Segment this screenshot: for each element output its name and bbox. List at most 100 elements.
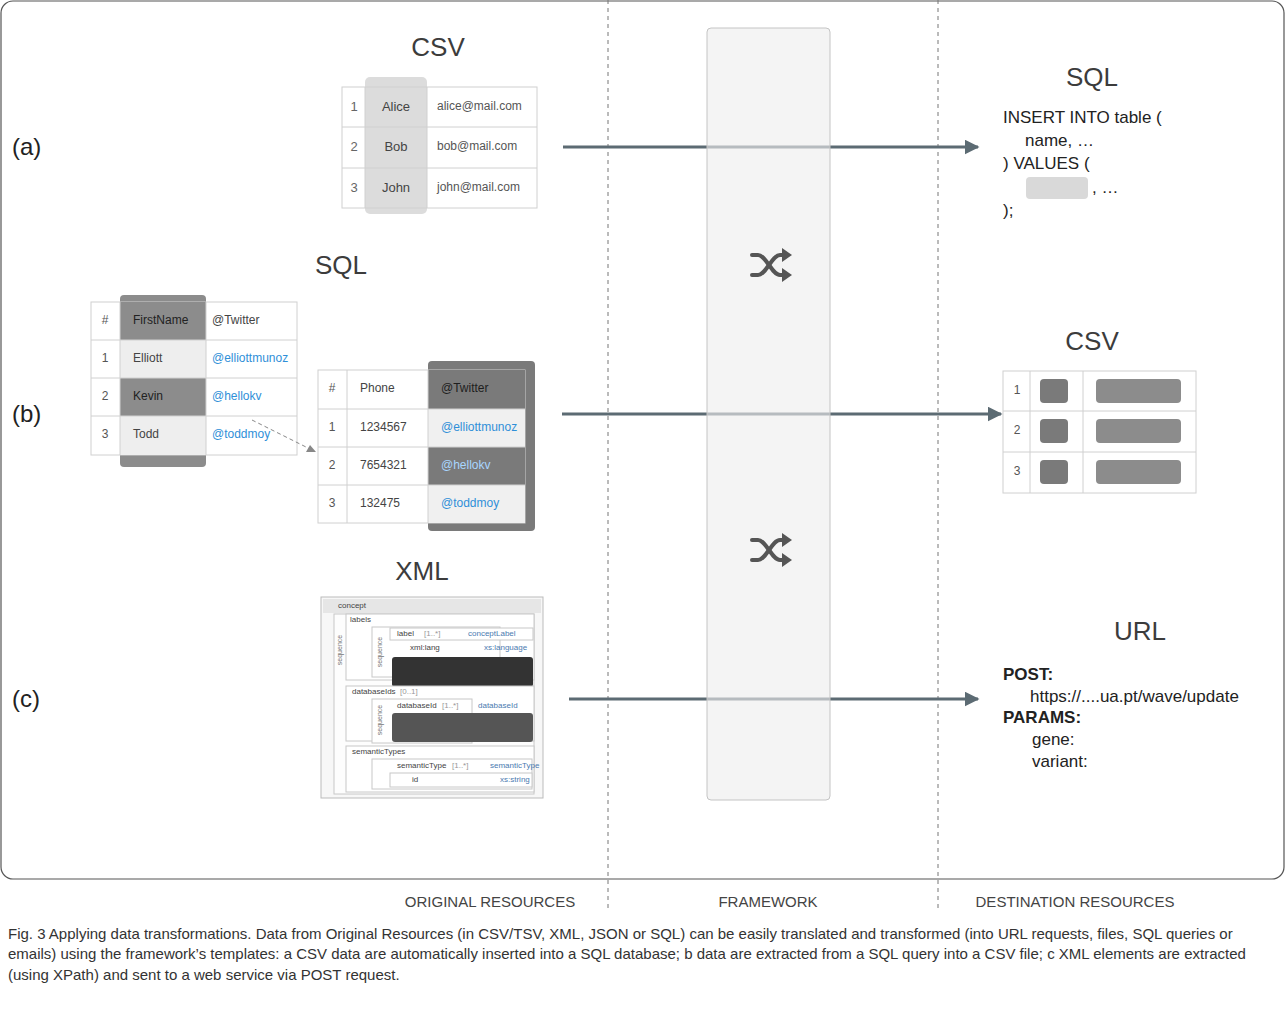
sql-code: , … <box>1092 178 1118 198</box>
schema-label: xs:string <box>500 775 530 784</box>
format-heading: CSV <box>1065 327 1118 357</box>
schema-label: [1..*] <box>452 761 468 770</box>
shuffle-arrowhead <box>782 248 792 262</box>
sql-code: name, … <box>1025 131 1094 151</box>
table-cell: 3 <box>102 428 109 442</box>
table-cell: @elliottmunoz <box>212 352 288 366</box>
schema-label: [1..*] <box>442 701 458 710</box>
join-arrowhead <box>306 445 316 452</box>
schema-label: sequence <box>376 705 384 735</box>
param-name: gene: <box>1032 730 1075 750</box>
table-cell: 132475 <box>360 497 400 511</box>
schema-label: xml:lang <box>410 643 440 652</box>
shuffle-icon <box>752 255 784 275</box>
schema-label: id <box>412 775 418 784</box>
format-heading: SQL <box>1066 63 1118 93</box>
url-text: https://....ua.pt/wave/update <box>1030 687 1239 707</box>
csv-output-box: CSV <box>1003 371 1196 493</box>
sql-table <box>318 361 535 531</box>
table-cell: 1234567 <box>360 421 407 435</box>
schema-label: xs:language <box>484 643 527 652</box>
schema-label: semanticType <box>490 761 539 770</box>
column-divider <box>608 0 609 912</box>
table-cell: bob@mail.com <box>437 140 517 154</box>
table-cell: Kevin <box>133 390 163 404</box>
table-cell: Alice <box>382 100 410 115</box>
table-cell: Phone <box>360 382 395 396</box>
table-cell: @hellokv <box>212 390 262 404</box>
table-cell: 2 <box>329 459 336 473</box>
table-heading: CSV <box>411 33 464 63</box>
table-cell: @toddmoy <box>212 428 270 442</box>
sql-statement-box: SQL INSERT INTO table ( name, … ) VALUES (,… <box>980 55 1280 225</box>
panel-letter: (b) <box>12 400 41 428</box>
table-cell: @Twitter <box>212 314 260 328</box>
schema-label: labels <box>350 615 371 624</box>
http-method: POST: <box>1003 665 1053 685</box>
table-cell: 3 <box>1014 465 1021 479</box>
table-cell: 3 <box>350 181 357 196</box>
table-cell: @hellokv <box>441 459 491 473</box>
table-cell: # <box>329 382 336 396</box>
framework-panel <box>707 28 830 800</box>
shuffle-arrowhead <box>782 533 792 547</box>
schema-label: semanticTypes <box>352 747 405 756</box>
schema-label: concept <box>338 601 366 610</box>
panel-letter: (c) <box>12 685 40 713</box>
table-cell: John <box>382 181 410 196</box>
table-cell: 1 <box>1014 384 1021 398</box>
schema-label: sequence <box>376 637 384 667</box>
schema-label: conceptLabel <box>468 629 516 638</box>
table-cell: 1 <box>102 352 109 366</box>
schema-label: databaseIds <box>352 687 396 696</box>
table-cell: @toddmoy <box>441 497 499 511</box>
table-cell: 7654321 <box>360 459 407 473</box>
sql-code: INSERT INTO table ( <box>1003 108 1162 128</box>
schema-label: databaseId <box>478 701 518 710</box>
shuffle-arrowhead <box>782 553 792 567</box>
schema-label: sequence <box>336 635 344 665</box>
sql-code: ); <box>1003 201 1013 221</box>
table-cell: @Twitter <box>441 382 489 396</box>
shuffle-arrowhead <box>782 268 792 282</box>
figure-caption: Fig. 3 Applying data transformations. Da… <box>8 924 1276 985</box>
sql-table <box>91 295 297 467</box>
format-heading: SQL <box>315 251 367 281</box>
table-cell: 3 <box>329 497 336 511</box>
url-request-box: URL POST:https://....ua.pt/wave/updatePAR… <box>980 610 1280 780</box>
table-cell: 1 <box>329 421 336 435</box>
table-cell: john@mail.com <box>437 181 520 195</box>
param-name: variant: <box>1032 752 1088 772</box>
schema-label: [0..1] <box>400 687 418 696</box>
panel-letter: (a) <box>12 133 41 161</box>
table-cell: 2 <box>350 140 357 155</box>
xml-schema-screenshot <box>321 597 543 798</box>
format-heading: URL <box>1114 617 1166 647</box>
table-cell: FirstName <box>133 314 188 328</box>
shuffle-icon <box>752 540 784 560</box>
csv-table <box>342 77 537 214</box>
schema-label: label <box>397 629 414 638</box>
table-cell: @elliottmunoz <box>441 421 517 435</box>
column-heading: ORIGINAL RESOURCES <box>405 893 575 910</box>
table-cell: alice@mail.com <box>437 100 522 114</box>
table-cell: 2 <box>102 390 109 404</box>
column-heading: FRAMEWORK <box>718 893 817 910</box>
sql-code: ) VALUES ( <box>1003 154 1090 174</box>
schema-label: semanticType <box>397 761 446 770</box>
schema-label: databaseId <box>397 701 437 710</box>
param-heading: PARAMS: <box>1003 708 1081 728</box>
table-cell: Elliott <box>133 352 162 366</box>
table-cell: # <box>102 314 109 328</box>
table-cell: Todd <box>133 428 159 442</box>
csv-table <box>1003 371 1196 493</box>
table-cell: 1 <box>350 100 357 115</box>
format-heading: XML <box>395 557 448 587</box>
column-heading: DESTINATION RESOURCES <box>976 893 1175 910</box>
table-cell: 2 <box>1014 424 1021 438</box>
value-placeholder <box>1026 177 1088 199</box>
column-divider <box>938 0 939 912</box>
